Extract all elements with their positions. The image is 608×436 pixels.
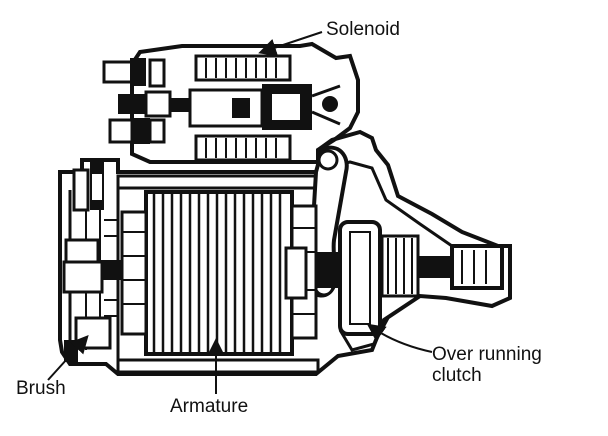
over-running-clutch-label: Over running clutch (432, 344, 542, 386)
leader-lines (47, 31, 433, 394)
brush-leader (47, 335, 89, 381)
clutch-leader (366, 323, 433, 353)
solenoid-label: Solenoid (326, 19, 400, 40)
overrunning-clutch (284, 220, 504, 336)
solenoid-assembly (102, 41, 360, 164)
solenoid-leader (258, 31, 323, 57)
brush-label: Brush (16, 378, 66, 399)
armature-label: Armature (170, 396, 249, 417)
armature-core (100, 190, 346, 356)
